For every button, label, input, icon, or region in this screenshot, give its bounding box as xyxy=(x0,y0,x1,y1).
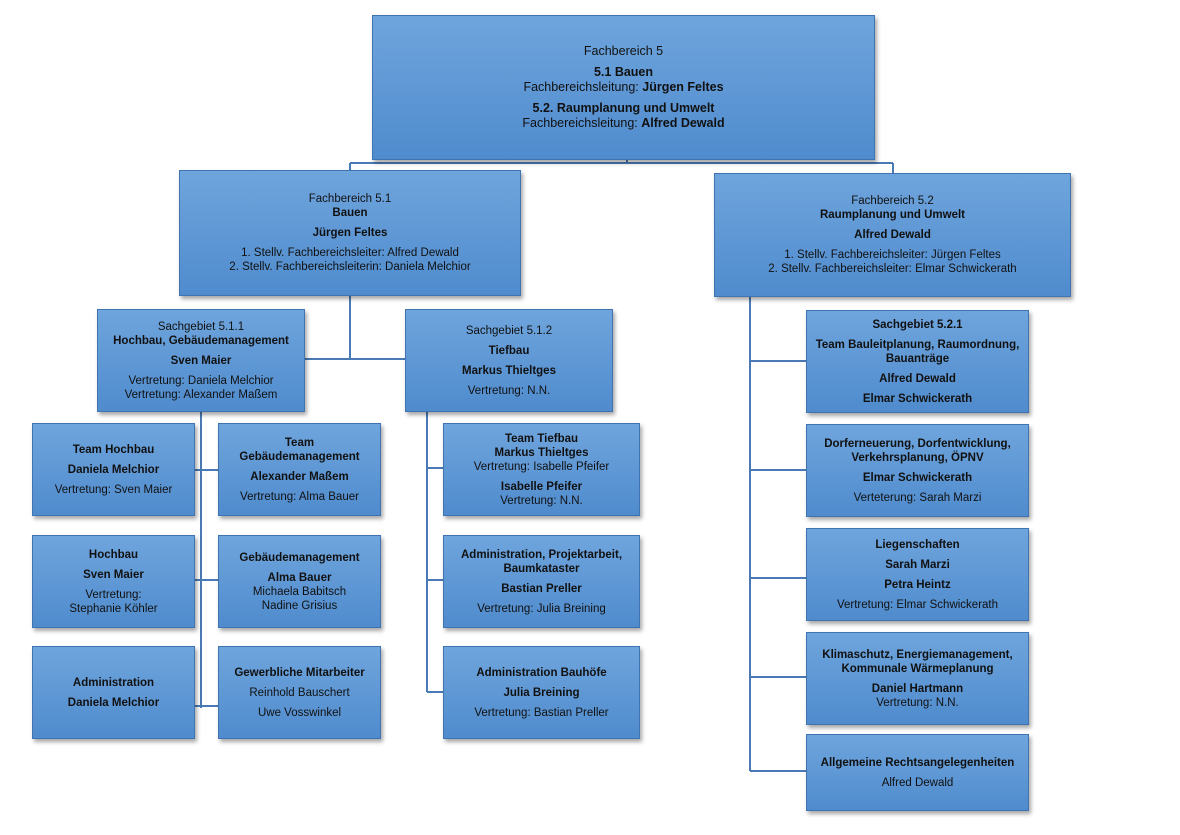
admin-projekt-rep: Vertretung: Julia Breining xyxy=(477,602,606,615)
dorf-rep: Verteterung: Sarah Marzi xyxy=(853,491,982,504)
fachbereich-5-1-box: Fachbereich 5.1 Bauen Jürgen Feltes 1. S… xyxy=(179,170,521,296)
dorf-lead: Elmar Schwickerath xyxy=(862,471,973,484)
sachgebiet-5-2-1-box: Sachgebiet 5.2.1 Team Bauleitplanung, Ra… xyxy=(806,310,1029,413)
hochbau-lead: Sven Maier xyxy=(83,568,144,581)
fachbereich-5-box: Fachbereich 5 5.1 Bauen Fachbereichsleit… xyxy=(372,15,875,160)
team-tiefbau-rep-2: Vertretung: N.N. xyxy=(500,494,583,507)
admin-projekt-name-2: Baumkataster xyxy=(503,562,580,575)
fb52-lead: Alfred Dewald xyxy=(854,229,931,241)
team-gebaeude-rep: Vertretung: Alma Bauer xyxy=(240,490,359,503)
administration-lead: Daniela Melchior xyxy=(67,696,160,709)
fb5-dept2-lead: Fachbereichsleitung: Alfred Dewald xyxy=(522,116,725,130)
fachbereich-5-2-box: Fachbereich 5.2 Raumplanung und Umwelt A… xyxy=(714,173,1071,297)
admin-bauhoefe-lead: Julia Breining xyxy=(503,686,580,699)
fb52-deputy-2: 2. Stellv. Fachbereichsleiter: Elmar Sch… xyxy=(768,263,1017,275)
gebaeude-member-1: Michaela Babitsch xyxy=(252,585,347,598)
hochbau-name: Hochbau xyxy=(88,548,139,561)
liegenschaften-rep: Vertretung: Elmar Schwickerath xyxy=(836,598,999,611)
sachgebiet-5-1-1-box: Sachgebiet 5.1.1 Hochbau, Gebäudemanagem… xyxy=(97,309,305,412)
gewerblich-member-1: Reinhold Bauschert xyxy=(249,686,350,699)
team-gebaeudemanagement-box: Team Gebäudemanagement Alexander Maßem V… xyxy=(218,423,381,516)
gewerblich-member-2: Uwe Vosswinkel xyxy=(257,706,342,719)
fb51-lead: Jürgen Feltes xyxy=(312,227,388,239)
administration-box: Administration Daniela Melchior xyxy=(32,646,195,739)
gebaeude-name: Gebäudemanagement xyxy=(239,551,360,564)
klimaschutz-box: Klimaschutz, Energiemanagement, Kommunal… xyxy=(806,632,1029,725)
admin-projekt-lead: Bastian Preller xyxy=(501,582,582,595)
fb51-deputy-1: 1. Stellv. Fachbereichsleiter: Alfred De… xyxy=(241,247,459,259)
sg512-rep: Vertretung: N.N. xyxy=(467,384,551,397)
klima-lead: Daniel Hartmann xyxy=(871,682,964,695)
sg512-name: Tiefbau xyxy=(488,344,530,357)
fb5-dept1-lead: Fachbereichsleitung: Jürgen Feltes xyxy=(523,80,724,94)
recht-name: Allgemeine Rechtsangelegenheiten xyxy=(820,756,1015,769)
gewerblich-name: Gewerbliche Mitarbeiter xyxy=(234,666,365,679)
sg512-lead: Markus Thieltges xyxy=(462,364,556,377)
fb51-title: Fachbereich 5.1 xyxy=(308,193,392,205)
admin-bauhoefe-name: Administration Bauhöfe xyxy=(476,666,607,679)
sg511-lead: Sven Maier xyxy=(170,354,232,367)
fb5-title: Fachbereich 5 xyxy=(583,44,664,58)
team-hochbau-lead: Daniela Melchior xyxy=(67,463,160,476)
gewerbliche-mitarbeiter-box: Gewerbliche Mitarbeiter Reinhold Bausche… xyxy=(218,646,381,739)
gebaeude-lead: Alma Bauer xyxy=(267,571,332,584)
fb51-name: Bauen xyxy=(332,207,368,219)
fb51-deputy-2: 2. Stellv. Fachbereichsleiterin: Daniela… xyxy=(229,261,471,273)
dorf-name-1: Dorferneuerung, Dorfentwicklung, xyxy=(824,437,1011,450)
hochbau-box: Hochbau Sven Maier Vertretung: Stephanie… xyxy=(32,535,195,628)
admin-bauhoefe-rep: Vertretung: Bastian Preller xyxy=(474,706,609,719)
team-tiefbau-lead-2: Isabelle Pfeifer xyxy=(500,480,583,493)
team-tiefbau-name: Team Tiefbau xyxy=(504,432,579,445)
team-tiefbau-lead-1: Markus Thieltges xyxy=(494,446,589,459)
fb52-deputy-1: 1. Stellv. Fachbereichsleiter: Jürgen Fe… xyxy=(784,249,1001,261)
sg521-title: Sachgebiet 5.2.1 xyxy=(872,318,963,331)
sg521-lead-1: Alfred Dewald xyxy=(879,372,956,385)
sg511-rep-2: Vertretung: Alexander Maßem xyxy=(124,388,278,401)
fb52-title: Fachbereich 5.2 xyxy=(851,195,934,207)
team-tiefbau-box: Team Tiefbau Markus Thieltges Vertretung… xyxy=(443,423,640,516)
dorf-name-2: Verkehrsplanung, ÖPNV xyxy=(851,451,984,464)
sachgebiet-5-1-2-box: Sachgebiet 5.1.2 Tiefbau Markus Thieltge… xyxy=(405,309,613,412)
dorferneuerung-box: Dorferneuerung, Dorfentwicklung, Verkehr… xyxy=(806,424,1029,517)
team-gebaeude-name-1: Team xyxy=(284,436,315,449)
admin-projekt-name-1: Administration, Projektarbeit, xyxy=(460,548,623,561)
rechtsangelegenheiten-box: Allgemeine Rechtsangelegenheiten Alfred … xyxy=(806,734,1029,811)
admin-bauhoefe-box: Administration Bauhöfe Julia Breining Ve… xyxy=(443,646,640,739)
sg511-name: Hochbau, Gebäudemanagement xyxy=(113,334,289,347)
sg511-title: Sachgebiet 5.1.1 xyxy=(157,320,245,333)
liegenschaften-box: Liegenschaften Sarah Marzi Petra Heintz … xyxy=(806,528,1029,621)
team-hochbau-rep: Vertretung: Sven Maier xyxy=(54,483,173,496)
liegenschaften-lead-1: Sarah Marzi xyxy=(885,558,950,571)
sg512-title: Sachgebiet 5.1.2 xyxy=(465,324,553,337)
gebaeude-member-2: Nadine Grisius xyxy=(261,599,338,612)
team-hochbau-box: Team Hochbau Daniela Melchior Vertretung… xyxy=(32,423,195,516)
admin-projektarbeit-box: Administration, Projektarbeit, Baumkatas… xyxy=(443,535,640,628)
liegenschaften-name: Liegenschaften xyxy=(875,538,960,551)
gebaeudemanagement-box: Gebäudemanagement Alma Bauer Michaela Ba… xyxy=(218,535,381,628)
sg521-name-2: Bauanträge xyxy=(885,352,950,365)
fb52-name: Raumplanung und Umwelt xyxy=(819,209,966,221)
hochbau-rep-1: Vertretung: xyxy=(85,588,142,601)
team-hochbau-name: Team Hochbau xyxy=(72,443,155,456)
klima-name-2: Kommunale Wärmeplanung xyxy=(841,662,994,675)
sg521-lead-2: Elmar Schwickerath xyxy=(862,392,973,405)
fb5-dept2-name: 5.2. Raumplanung und Umwelt xyxy=(532,101,715,115)
team-gebaeude-lead: Alexander Maßem xyxy=(250,470,349,483)
klima-rep: Vertretung: N.N. xyxy=(876,696,959,709)
klima-name-1: Klimaschutz, Energiemanagement, xyxy=(822,648,1013,661)
team-tiefbau-rep-1: Vertretung: Isabelle Pfeifer xyxy=(473,460,610,473)
hochbau-rep-2: Stephanie Köhler xyxy=(69,602,158,615)
fb5-dept1-name: 5.1 Bauen xyxy=(593,65,654,79)
liegenschaften-lead-2: Petra Heintz xyxy=(884,578,951,591)
team-gebaeude-name-2: Gebäudemanagement xyxy=(239,450,360,463)
sg521-name-1: Team Bauleitplanung, Raumordnung, xyxy=(815,338,1020,351)
sg511-rep-1: Vertretung: Daniela Melchior xyxy=(128,374,274,387)
recht-lead: Alfred Dewald xyxy=(881,776,954,789)
administration-name: Administration xyxy=(72,676,155,689)
